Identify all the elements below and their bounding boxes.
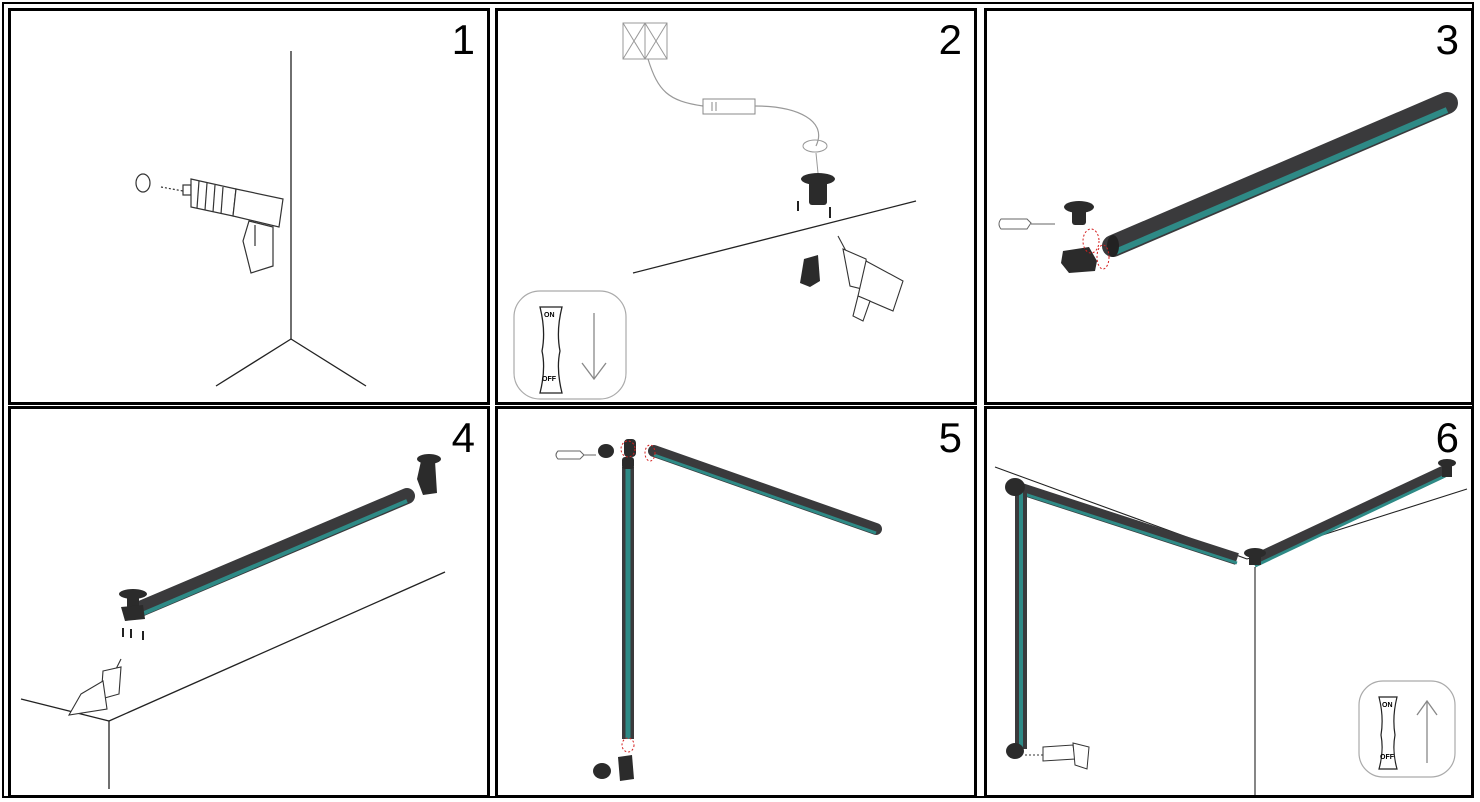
right-rail <box>1253 471 1445 566</box>
switch-off-label: OFF <box>1380 754 1395 761</box>
step-1-panel: 1 <box>8 8 490 405</box>
screwdriver-icon <box>556 451 596 459</box>
drill-icon <box>69 659 121 715</box>
step-number: 2 <box>939 19 962 61</box>
power-switch-icon: ON OFF <box>514 291 626 399</box>
step-3-panel: 3 <box>984 8 1474 405</box>
bottom-connector-icon <box>1006 743 1024 759</box>
switch-off-label: OFF <box>542 376 557 383</box>
ceiling-mount-icon <box>417 454 441 495</box>
led-driver-icon <box>703 99 755 114</box>
left-rail <box>1015 487 1237 563</box>
ceiling-mount-icon <box>1064 201 1094 225</box>
step-5-panel: 5 <box>495 406 977 798</box>
attach-connector-illustration <box>987 11 1471 402</box>
step-number: 3 <box>1436 19 1459 61</box>
step-number: 1 <box>452 19 475 61</box>
step-2-panel: ON OFF 2 <box>495 8 977 405</box>
drill-icon <box>838 236 903 321</box>
corner-connector-icon <box>1005 478 1025 496</box>
step-6-panel: ON OFF 6 <box>984 406 1474 798</box>
horizontal-rail <box>654 451 876 533</box>
step-number: 4 <box>452 417 475 459</box>
switch-on-label: ON <box>544 312 555 319</box>
drill-wall-illustration <box>11 11 487 402</box>
elbow-connector-icon <box>1061 247 1097 273</box>
junction-box-icon <box>623 23 667 59</box>
profile-rail <box>133 496 407 617</box>
ceiling-install-illustration <box>11 409 487 795</box>
corner-connector-icon <box>598 439 636 469</box>
drill-icon <box>136 174 283 273</box>
profile-rail <box>1107 103 1447 257</box>
step-number: 6 <box>1436 417 1459 459</box>
finished-installation-illustration: ON OFF <box>987 409 1471 795</box>
wiring-illustration: ON OFF <box>498 11 974 402</box>
bottom-connector-icon <box>593 755 634 781</box>
switch-on-label: ON <box>1382 702 1393 709</box>
power-switch-icon: ON OFF <box>1359 681 1455 777</box>
screwdriver-icon <box>999 219 1055 229</box>
corner-assembly-illustration <box>498 409 974 795</box>
step-4-panel: 4 <box>8 406 490 798</box>
ceiling-mount-icon <box>801 173 835 205</box>
elbow-connector-icon <box>800 255 820 287</box>
drill-icon <box>1025 743 1089 769</box>
step-number: 5 <box>939 417 962 459</box>
